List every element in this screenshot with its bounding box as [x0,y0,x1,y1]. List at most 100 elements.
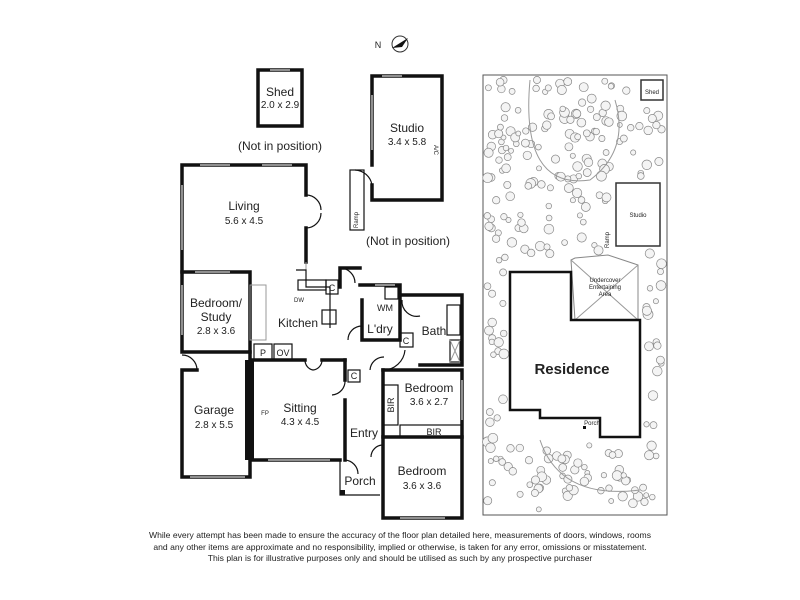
bedroom-2-label: Bedroom [405,381,454,395]
entry-label: Entry [350,426,378,440]
tree-icon [483,282,492,290]
tree-icon [620,472,627,479]
tree-icon [503,153,512,161]
tree-icon [499,299,507,307]
tree-icon [485,417,495,427]
tree-icon [522,150,532,160]
tree-icon [505,217,512,223]
tree-icon [655,280,667,291]
bir-label: BIR [386,397,396,413]
cupboard-label: C [329,283,336,293]
oven-label: OV [276,348,289,358]
tree-icon [619,134,628,143]
site-ramp-label: Ramp [605,231,611,248]
tree-icon [502,144,510,152]
tree-icon [647,390,659,401]
tree-icon [493,414,501,422]
tree-icon [500,114,509,122]
cupboard-label: C [351,371,358,381]
tree-icon [592,127,600,136]
tree-icon [611,470,623,481]
tree-icon [530,489,539,497]
fireplace-label: FP [261,411,269,417]
tree-icon [587,105,595,113]
tree-icon [484,221,494,231]
studio-note: (Not in position) [366,234,450,248]
bedroom-1-dims: 3.6 x 3.6 [403,481,442,492]
shed-note: (Not in position) [238,139,322,153]
sitting-dims: 4.3 x 4.5 [281,417,320,428]
tree-icon [517,211,524,218]
tree-icon [487,458,494,465]
tree-icon [637,172,645,180]
tree-icon [640,497,649,506]
tree-icon [495,156,503,164]
tree-icon [652,365,663,377]
tree-icon [592,113,601,121]
tree-icon [561,239,568,246]
shed: Shed 2.0 x 2.9 [256,68,304,128]
site-entertaining-label: Undercover [589,278,620,284]
tree-icon [647,114,657,123]
tree-icon [545,249,555,259]
tree-icon [630,149,637,156]
garage-label: Garage [194,403,234,417]
bedroom-1-label: Bedroom [398,464,447,478]
laundry-label: L'dry [367,322,393,336]
tree-icon [581,463,588,471]
bedroom-study-label-1: Bedroom/ [190,296,243,310]
cupboard-label: C [403,336,410,346]
tree-icon [643,492,650,499]
tree-icon [534,240,546,252]
tree-icon [500,213,508,221]
tree-icon [574,133,582,141]
tree-icon [533,76,541,84]
garage-dims: 2.8 x 5.5 [195,420,234,431]
tree-icon [488,289,497,298]
tree-icon [656,258,667,269]
tree-icon [596,170,607,182]
tree-icon [652,452,660,460]
tree-icon [498,458,506,466]
tree-icon [535,143,542,151]
tree-icon [576,212,583,219]
tree-icon [508,88,516,95]
tree-icon [557,454,567,464]
tree-icon [515,130,522,137]
tree-icon [649,493,656,501]
tree-icon [483,496,493,506]
tree-icon [579,476,590,487]
tree-icon [535,506,542,513]
tree-icon [646,285,654,292]
tree-icon [545,214,553,222]
tree-icon [506,444,515,453]
tree-icon [652,121,661,130]
tree-icon [542,120,552,130]
tree-icon [543,243,551,251]
tree-icon [526,481,534,488]
tree-icon [506,237,518,248]
north-compass-icon: N [375,35,409,53]
tree-icon [544,84,552,92]
wm-label: WM [377,303,393,313]
tree-icon [514,107,522,114]
tree-icon [563,77,573,86]
kitchen-label: Kitchen [278,316,318,330]
tree-icon [503,180,512,189]
dw-label: DW [294,298,304,304]
disclaimer-line: While every attempt has been made to ens… [148,530,652,540]
tree-icon [649,421,658,429]
tree-icon [488,479,496,487]
tree-icon [494,129,504,139]
tree-icon [485,84,492,92]
tree-icon [601,77,609,85]
tree-icon [582,168,592,177]
site-entertaining-label: Area [599,292,612,298]
north-label: N [375,40,382,50]
tree-icon [643,107,651,115]
tree-icon [657,268,664,276]
tree-icon [483,212,491,220]
tree-icon [577,196,586,204]
bedroom-study-label-2: Study [201,310,232,324]
